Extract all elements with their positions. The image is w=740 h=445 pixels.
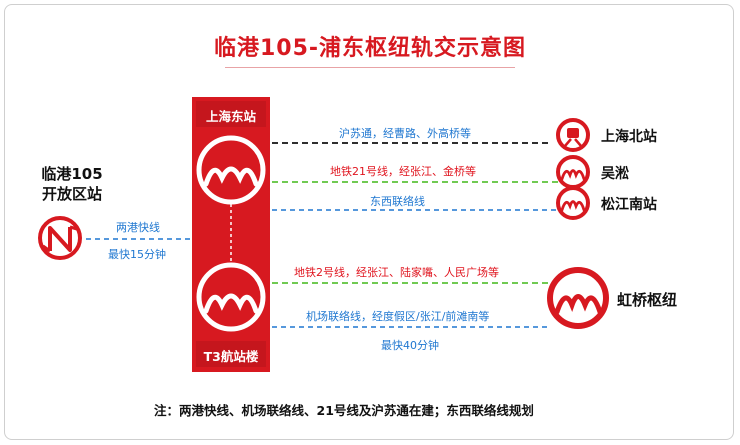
route-label-east-west: 东西联络线	[370, 195, 425, 208]
destination-songjiang-south: 松江南站	[601, 197, 657, 213]
hub-top-box	[196, 101, 266, 127]
left-station-label: 临港105 开放区站	[24, 164, 120, 204]
hub-top-label: 上海东站	[205, 109, 256, 124]
destination-wusong: 吴淞	[601, 166, 629, 182]
hub-bottom-label: T3航站楼	[203, 349, 259, 364]
wusong-metro-icon	[556, 155, 590, 189]
lingang-route-name: 两港快线	[116, 221, 160, 234]
destination-hongqiao: 虹桥枢纽	[617, 291, 678, 309]
lingang-route-time: 最快15分钟	[108, 248, 166, 261]
songjiang-metro-icon	[556, 186, 590, 220]
left-station-line2: 开放区站	[41, 185, 102, 203]
left-station-line1: 临港105	[41, 165, 103, 183]
metro-logo-bottom-icon	[196, 262, 266, 332]
route-label-airport-link: 机场联络线，经度假区/张江/前滩南等	[306, 310, 490, 323]
hub-bottom-box	[196, 341, 266, 367]
destination-shanghai-north: 上海北站	[601, 129, 657, 145]
route-label-hushutong: 沪苏通，经曹路、外高桥等	[339, 127, 471, 140]
diagram-frame	[4, 4, 734, 440]
diagram-title: 临港105-浦东枢纽轨交示意图	[213, 36, 527, 61]
hongqiao-metro-icon	[547, 267, 609, 329]
railway-station-icon	[556, 118, 590, 152]
route-label-metro-2: 地铁2号线，经张江、陆家嘴、人民广场等	[294, 266, 499, 279]
footnote: 注：两港快线、机场联络线、21号线及沪苏通在建；东西联络线规划	[154, 403, 534, 418]
lower-route-time: 最快40分钟	[381, 339, 439, 352]
lingang-station-icon	[38, 216, 82, 260]
metro-logo-top-icon	[196, 135, 266, 205]
title-underline	[225, 67, 515, 68]
route-label-metro-21: 地铁21号线，经张江、金桥等	[330, 165, 476, 178]
